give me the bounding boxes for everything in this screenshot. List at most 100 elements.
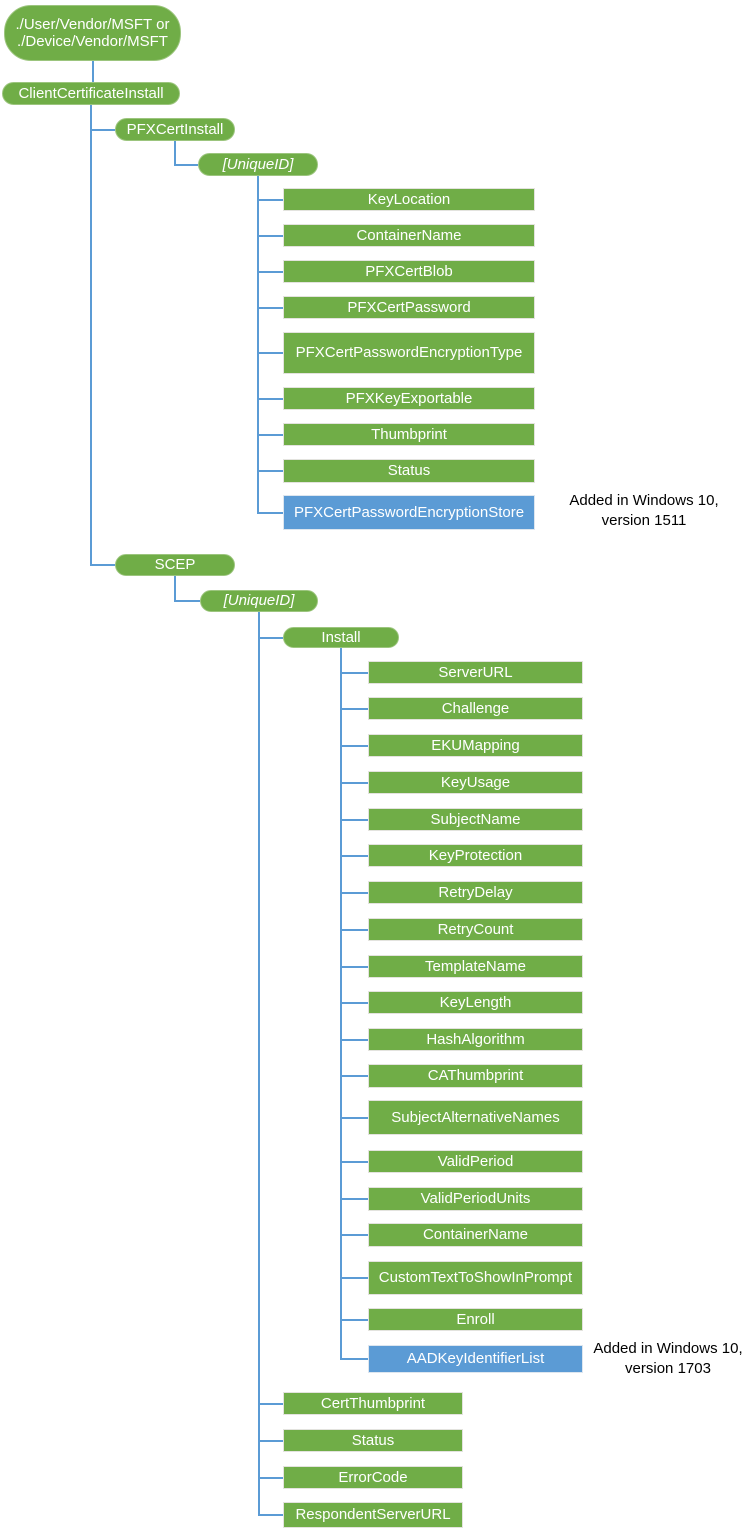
node-label-templatename: TemplateName <box>425 957 526 975</box>
node-label-containername-2: ContainerName <box>422 1226 529 1244</box>
node-pfxcertpasswordencryptiontype: PFXCertPasswordEncryptionType <box>283 332 535 374</box>
node-status-2: Status <box>283 1429 463 1452</box>
connector-segment <box>258 1477 283 1479</box>
node-challenge: Challenge <box>368 697 583 720</box>
node-containername-2: ContainerName <box>368 1223 583 1247</box>
node-label-serverurl: ServerURL <box>438 663 513 681</box>
node-label-install: Install <box>321 628 361 646</box>
connector-segment <box>340 648 342 1360</box>
node-label-enroll: Enroll <box>456 1310 495 1328</box>
connector-segment <box>340 819 368 821</box>
node-label-pfxcertpassword: PFXCertPassword <box>347 298 471 316</box>
connector-segment <box>257 176 259 514</box>
connector-segment <box>340 1198 368 1200</box>
node-label-status-2: Status <box>351 1431 395 1449</box>
node-pfxcertpasswordencryptionstore: PFXCertPasswordEncryptionStore <box>283 495 535 530</box>
node-scep: SCEP <box>115 554 235 576</box>
node-templatename: TemplateName <box>368 955 583 978</box>
connector-segment <box>174 141 176 166</box>
node-cathumbprint: CAThumbprint <box>368 1064 583 1088</box>
node-label-customtexttoshowinprompt: CustomTextToShowInPrompt <box>378 1269 573 1287</box>
connector-segment <box>90 564 115 566</box>
node-label-pfxcertinstall: PFXCertInstall <box>126 120 224 138</box>
connector-segment <box>257 307 283 309</box>
connector-segment <box>340 1277 368 1279</box>
connector-segment <box>340 672 368 674</box>
node-install: Install <box>283 627 399 648</box>
connector-segment <box>174 576 176 602</box>
node-uniqueid-1: [UniqueID] <box>198 153 318 176</box>
connector-segment <box>257 470 283 472</box>
node-pfxkeyexportable: PFXKeyExportable <box>283 387 535 410</box>
node-label-scep: SCEP <box>154 556 196 574</box>
node-label-containername-1: ContainerName <box>356 226 462 244</box>
node-pfxcertinstall: PFXCertInstall <box>115 118 235 141</box>
node-label-validperiod: ValidPeriod <box>437 1152 514 1170</box>
connector-segment <box>340 1039 368 1041</box>
connector-segment <box>340 1319 368 1321</box>
node-label-thumbprint: Thumbprint <box>371 425 447 443</box>
node-thumbprint: Thumbprint <box>283 423 535 446</box>
node-keyusage: KeyUsage <box>368 771 583 794</box>
node-label-keyprotection: KeyProtection <box>428 846 523 864</box>
connector-segment <box>174 600 200 602</box>
node-clientcertificateinstall: ClientCertificateInstall <box>2 82 180 105</box>
node-retrycount: RetryCount <box>368 918 583 941</box>
node-subjectalternativenames: SubjectAlternativeNames <box>368 1100 583 1135</box>
connector-segment <box>92 61 94 82</box>
node-enroll: Enroll <box>368 1308 583 1331</box>
node-label-subjectname: SubjectName <box>430 810 521 828</box>
connector-segment <box>257 271 283 273</box>
node-label-challenge: Challenge <box>441 699 510 717</box>
connector-segment <box>258 637 283 639</box>
connector-segment <box>340 966 368 968</box>
node-label-keylocation: KeyLocation <box>367 190 451 208</box>
node-hashalgorithm: HashAlgorithm <box>368 1028 583 1051</box>
node-label-retrycount: RetryCount <box>437 920 514 938</box>
node-validperiod: ValidPeriod <box>368 1150 583 1173</box>
node-label-certthumbprint: CertThumbprint <box>320 1394 426 1412</box>
connector-segment <box>90 105 92 566</box>
annotation-note-version-1511: Added in Windows 10, version 1511 <box>569 492 719 529</box>
node-label-clientcertificateinstall: ClientCertificateInstall <box>18 84 164 102</box>
connector-segment <box>257 512 283 514</box>
node-label-hashalgorithm: HashAlgorithm <box>426 1030 525 1048</box>
node-subjectname: SubjectName <box>368 808 583 831</box>
connector-segment <box>174 164 198 166</box>
node-label-status-1: Status <box>387 462 431 480</box>
node-label-validperiodunits: ValidPeriodUnits <box>420 1190 531 1208</box>
node-errorcode: ErrorCode <box>283 1466 463 1489</box>
node-label-pfxcertpasswordencryptiontype: PFXCertPasswordEncryptionType <box>295 344 523 362</box>
node-label-keylength: KeyLength <box>439 993 512 1011</box>
connector-segment <box>340 708 368 710</box>
connector-segment <box>257 398 283 400</box>
connector-segment <box>257 434 283 436</box>
node-label-keyusage: KeyUsage <box>440 773 511 791</box>
connector-segment <box>340 1358 368 1360</box>
node-containername-1: ContainerName <box>283 224 535 247</box>
node-label-aadkeyidentifierlist: AADKeyIdentifierList <box>406 1350 545 1368</box>
connector-segment <box>340 1161 368 1163</box>
node-label-pfxcertblob: PFXCertBlob <box>365 262 453 280</box>
node-customtexttoshowinprompt: CustomTextToShowInPrompt <box>368 1261 583 1295</box>
node-label-ekumapping: EKUMapping <box>431 736 520 754</box>
connector-segment <box>340 1075 368 1077</box>
annotation-note-version-1703: Added in Windows 10, version 1703 <box>593 1340 743 1377</box>
node-pfxcertpassword: PFXCertPassword <box>283 296 535 319</box>
node-status-1: Status <box>283 459 535 483</box>
connector-segment <box>90 129 115 131</box>
node-pfxcertblob: PFXCertBlob <box>283 260 535 283</box>
connector-segment <box>258 1440 283 1442</box>
node-label-respondentserverurl: RespondentServerURL <box>295 1506 451 1524</box>
connector-segment <box>257 235 283 237</box>
node-label-retrydelay: RetryDelay <box>438 883 513 901</box>
connector-segment <box>340 929 368 931</box>
node-label-root: ./User/Vendor/MSFT or ./Device/Vendor/MS… <box>15 15 170 50</box>
connector-segment <box>257 352 283 354</box>
node-keyprotection: KeyProtection <box>368 844 583 867</box>
node-label-pfxkeyexportable: PFXKeyExportable <box>345 389 473 407</box>
connector-segment <box>340 1234 368 1236</box>
connector-segment <box>258 1514 283 1516</box>
connector-segment <box>340 892 368 894</box>
